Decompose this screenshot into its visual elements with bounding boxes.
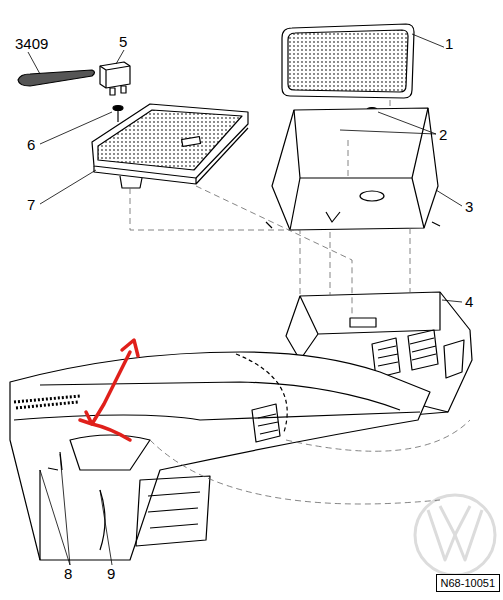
callout-number: 5	[118, 34, 128, 49]
callout-number: 3	[464, 199, 474, 214]
callout-number: 1	[444, 36, 454, 51]
callout-number: 6	[26, 137, 36, 152]
callout-number: 4	[464, 294, 474, 309]
callout-number: 3409	[14, 36, 49, 51]
callout-number: 2	[438, 127, 448, 142]
callout-number: 9	[106, 566, 116, 581]
drawing-number-box: N68-10051	[436, 574, 500, 592]
callout-number: 7	[26, 197, 36, 212]
callout-number: 8	[63, 566, 73, 581]
drawing-number: N68-10051	[441, 577, 495, 589]
